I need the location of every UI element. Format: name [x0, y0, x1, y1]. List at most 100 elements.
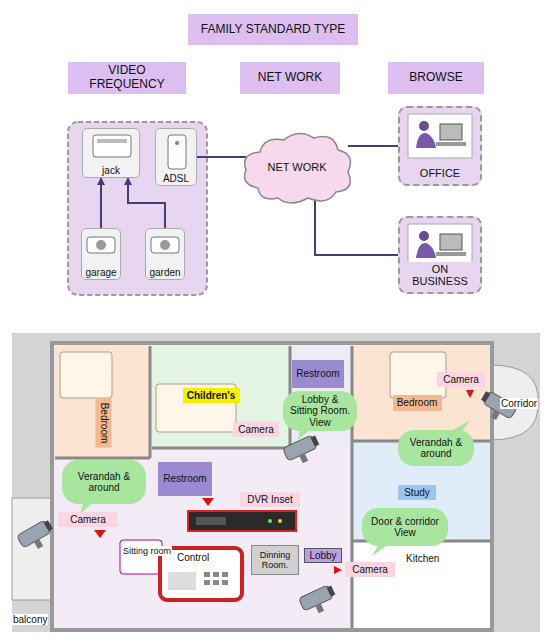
- room: [352, 542, 490, 628]
- green-box: Verandah & around: [62, 460, 146, 504]
- camera-marker: [466, 390, 474, 398]
- camera-device: [311, 435, 320, 446]
- node-text: Dinning Room.: [254, 550, 296, 571]
- camera-device: [327, 585, 336, 596]
- green-box: Lobby & Sitting Room. View: [283, 391, 357, 431]
- pink-box: Camera: [233, 422, 279, 437]
- shape-outline: [146, 229, 184, 267]
- shape-outline: [160, 240, 170, 250]
- node-text: Restroom: [163, 473, 206, 485]
- plan-ground: [12, 333, 540, 632]
- plan-label: Corridor: [500, 398, 538, 409]
- shape-outline: [408, 114, 472, 158]
- node-text: garage: [85, 267, 116, 279]
- camera-device: [17, 389, 518, 618]
- shape-outline: [168, 135, 186, 169]
- camera-marker: [94, 390, 474, 574]
- browse-box: ON BUSINESS: [398, 216, 482, 294]
- node-text: Verandah & around: [404, 437, 468, 460]
- shape-outline: [400, 108, 480, 164]
- node-text: NET WORK: [267, 161, 326, 174]
- hdr-box: FAMILY STANDARD TYPE: [188, 14, 358, 45]
- node-text: Camera: [238, 424, 274, 436]
- dvr-recorder: [268, 519, 272, 523]
- top-panel: [68, 122, 207, 295]
- control-panel: [160, 548, 242, 600]
- control-panel: [160, 548, 242, 600]
- shape-outline: [93, 135, 131, 157]
- control-panel: [213, 580, 219, 585]
- room: [152, 346, 290, 448]
- browse-box: OFFICE: [398, 106, 482, 186]
- node-text: ADSL: [163, 173, 189, 185]
- bed: [156, 384, 236, 432]
- plan-label: balcony: [12, 614, 48, 625]
- top-panel: [68, 122, 207, 295]
- connector: [100, 178, 102, 228]
- node-text: Door & corridor View: [368, 516, 442, 539]
- camera-device: [481, 391, 490, 402]
- plan-ground: [12, 498, 54, 600]
- hdr-box: BROWSE: [388, 62, 484, 94]
- node-text: Lobby: [309, 550, 336, 562]
- shape-outline: [436, 142, 466, 146]
- shape-outline: [440, 124, 462, 140]
- shape-outline: [416, 243, 436, 258]
- control-panel: [213, 572, 219, 577]
- shape-outline: [96, 240, 106, 250]
- plan-label: Control: [176, 552, 210, 563]
- orange-box: Bedroom: [393, 395, 442, 411]
- node-text: Camera: [443, 374, 479, 386]
- node-text: Children's: [187, 390, 236, 402]
- icon-box: garden: [145, 228, 185, 280]
- connector: [348, 145, 398, 147]
- shape-outline: [419, 121, 429, 131]
- room: [55, 346, 490, 628]
- camera-device: [17, 518, 58, 555]
- shape-outline: [436, 252, 466, 256]
- blue-box: Study: [398, 485, 436, 500]
- camera-device: [491, 410, 500, 420]
- shape-outline: [416, 133, 436, 148]
- camera-device: [315, 603, 324, 613]
- node-text: BROWSE: [409, 71, 462, 85]
- pink-box: Camera: [345, 562, 395, 577]
- dvr-recorder: [188, 511, 296, 531]
- icon-box: ADSL: [155, 128, 197, 186]
- wall: [55, 346, 490, 628]
- camera-device: [299, 584, 340, 619]
- node-text: Camera: [70, 514, 106, 526]
- green-box: Door & corridor View: [362, 508, 448, 546]
- shape-outline: [440, 234, 462, 250]
- node-text: Study: [404, 487, 430, 499]
- pink-box: DVR Inset: [240, 492, 300, 507]
- control-panel: [204, 580, 210, 585]
- connector: [197, 156, 246, 158]
- dvr-recorder: [196, 517, 226, 525]
- plan-label: Sitting room: [122, 546, 172, 556]
- camera-marker: [202, 498, 214, 506]
- node-text: Camera: [352, 564, 388, 576]
- camera-device: [283, 434, 324, 469]
- shape-outline: [97, 139, 127, 143]
- bed: [60, 352, 446, 432]
- hdr-box: VIDEO FREQUENCY: [68, 62, 186, 94]
- shape-outline: [151, 237, 179, 253]
- node-text: Bedroom: [97, 403, 109, 444]
- node-text: garden: [149, 267, 180, 279]
- node-text: VIDEO FREQUENCY: [72, 64, 182, 92]
- node-text: FAMILY STANDARD TYPE: [201, 23, 345, 37]
- node-text: Lobby & Sitting Room. View: [289, 394, 351, 429]
- purple-box: Restroom: [158, 462, 212, 496]
- shape-outline: [245, 133, 351, 203]
- shape-outline: [419, 231, 429, 241]
- control-panel: [222, 580, 228, 585]
- pink-box: Camera: [58, 512, 118, 527]
- purple-box: Restroom: [292, 360, 344, 388]
- node-text: jack: [102, 165, 120, 177]
- control-panel: [168, 572, 196, 590]
- icon-box: jack: [82, 128, 140, 178]
- node-text: NET WORK: [258, 71, 322, 85]
- pink-box: Camera: [437, 372, 485, 387]
